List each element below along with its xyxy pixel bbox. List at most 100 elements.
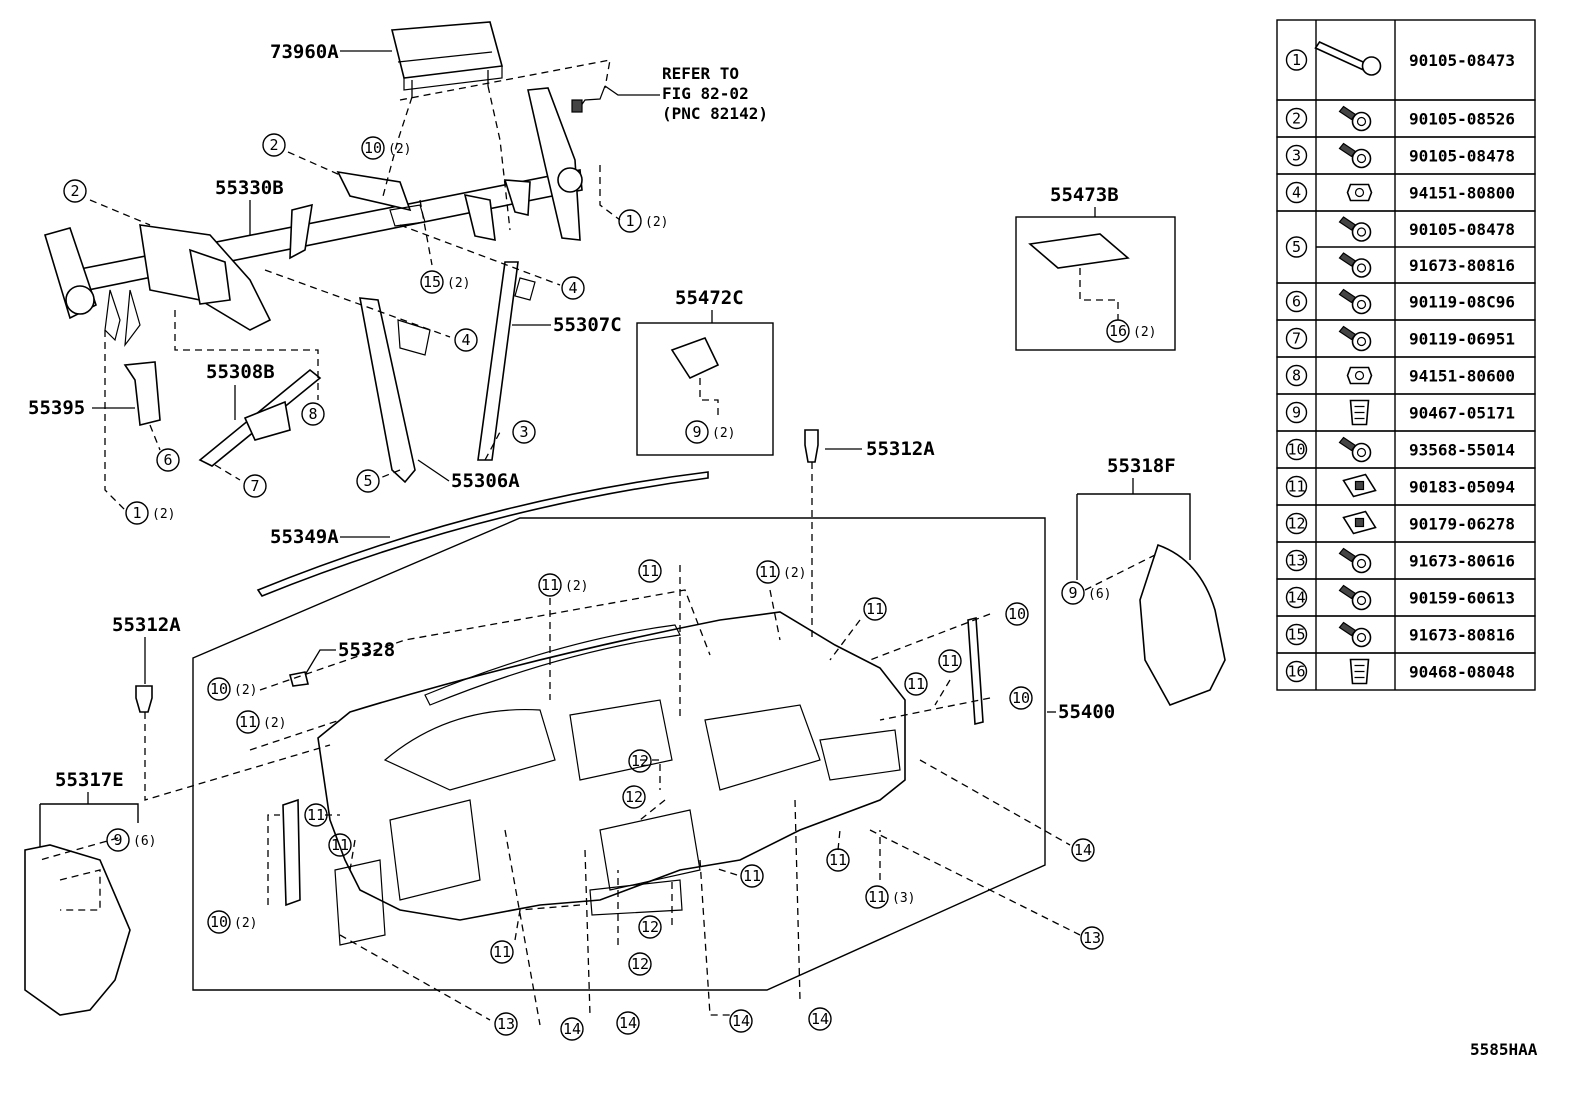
svg-text:16: 16	[1109, 322, 1127, 340]
fastener-part-number: 90105-08473	[1409, 51, 1515, 70]
callout-14-right: 14	[1071, 838, 1095, 862]
svg-text:2: 2	[70, 182, 79, 200]
reference-note-line2: FIG 82-02	[662, 84, 749, 103]
svg-text:11: 11	[829, 851, 847, 869]
cover-55472C	[670, 337, 720, 380]
side-bracket-right	[967, 616, 984, 726]
callout-2-upper: 2	[262, 133, 286, 157]
side-bracket-left	[282, 798, 301, 907]
callout-3: 3	[512, 420, 536, 444]
box-55473B	[1015, 216, 1176, 351]
screw-icon	[1338, 252, 1372, 278]
fastener-part-number: 90183-05094	[1409, 478, 1515, 497]
svg-text:14: 14	[563, 1020, 581, 1038]
svg-text:11: 11	[239, 713, 257, 731]
callout-11-h: 11	[304, 803, 328, 827]
callout-15: 15 (2)	[420, 270, 470, 294]
screw-icon	[1338, 547, 1372, 574]
callout-12-a: 12	[628, 749, 652, 773]
callout-11-i: 11	[328, 833, 352, 857]
part-labels: 73960A 55330B 55473B 55472C 55307C 55308…	[28, 41, 1538, 1059]
assembly-lines	[39, 59, 1156, 1026]
fastener-row: 11 90183-05094	[1276, 467, 1536, 506]
callout-14-b: 14	[616, 1011, 640, 1035]
callout-12-b: 12	[622, 785, 646, 809]
svg-text:11: 11	[307, 806, 325, 824]
fastener-part-number: 94151-80600	[1409, 367, 1515, 386]
svg-text:(2): (2)	[645, 215, 668, 230]
svg-text:8: 8	[308, 405, 317, 423]
steering-support-beam	[43, 87, 583, 348]
fastener-part-number: 91673-80816	[1409, 256, 1515, 275]
reference-leader	[604, 85, 660, 96]
callouts: 10 (2) 2 2 1 (2) 15 (2) 4 4 8 3 9	[63, 133, 1156, 1041]
callout-10-right-a: 10	[1005, 602, 1029, 626]
svg-text:10: 10	[364, 139, 382, 157]
svg-text:(2): (2)	[1133, 325, 1156, 340]
svg-text:(2): (2)	[565, 579, 588, 594]
svg-text:(2): (2)	[447, 276, 470, 291]
svg-text:11: 11	[743, 867, 761, 885]
label-55312A-top: 55312A	[866, 438, 935, 460]
svg-text:10: 10	[1012, 689, 1030, 707]
box-55400	[192, 517, 1046, 991]
callout-4-upper: 4	[561, 276, 585, 300]
svg-text:11: 11	[868, 888, 886, 906]
callout-6: 6	[156, 448, 180, 472]
bolt-icon	[1338, 216, 1372, 242]
bracket-55317E	[40, 803, 139, 823]
fastener-part-number: 93568-55014	[1409, 441, 1515, 460]
brace-55395	[123, 361, 161, 426]
callout-10-right-b: 10	[1009, 686, 1033, 710]
svg-text:11: 11	[907, 675, 925, 693]
fastener-number: 10	[1287, 441, 1305, 459]
svg-text:4: 4	[461, 331, 470, 349]
fastener-part-number: 90467-05171	[1409, 404, 1515, 423]
bolt-icon	[1338, 325, 1372, 352]
label-55308B: 55308B	[206, 361, 275, 383]
callout-11-d: 11	[863, 597, 887, 621]
svg-text:(2): (2)	[234, 916, 257, 931]
svg-text:6: 6	[163, 451, 172, 469]
fastener-number: 14	[1287, 589, 1305, 607]
callout-11-l: 11 (3)	[865, 885, 915, 909]
fastener-number: 6	[1292, 293, 1301, 311]
fastener-part-number: 91673-80816	[1409, 626, 1515, 645]
callout-9-left: 9 (6)	[106, 828, 156, 852]
callout-11-b: 11	[638, 559, 662, 583]
fastener-number: 8	[1292, 367, 1301, 385]
label-55312A-left: 55312A	[112, 614, 181, 636]
label-55473B: 55473B	[1050, 184, 1119, 206]
callout-13-right: 13	[1080, 926, 1104, 950]
svg-text:12: 12	[625, 788, 643, 806]
fastener-number: 13	[1287, 552, 1305, 570]
label-55317E: 55317E	[55, 769, 124, 791]
fastener-number: 16	[1287, 663, 1305, 681]
svg-text:1: 1	[132, 504, 141, 522]
svg-text:(2): (2)	[263, 716, 286, 731]
svg-text:(2): (2)	[152, 507, 175, 522]
svg-text:15: 15	[423, 273, 441, 291]
svg-text:7: 7	[250, 477, 259, 495]
instrument-panel	[317, 611, 906, 946]
callout-12-c: 12	[638, 915, 662, 939]
callout-11-c: 11 (2)	[756, 560, 806, 584]
callout-1-right: 1 (2)	[618, 209, 668, 233]
label-leaders	[87, 50, 1134, 804]
reference-note-line1: REFER TO	[662, 64, 739, 83]
fastener-number: 11	[1287, 478, 1305, 496]
svg-text:12: 12	[641, 918, 659, 936]
fastener-number: 5	[1292, 238, 1301, 256]
callout-13-left: 13	[494, 1012, 518, 1036]
callout-9-right: 9 (6)	[1061, 581, 1111, 605]
reference-note: REFER TO FIG 82-02 (PNC 82142)	[604, 64, 768, 123]
fastener-part-number: 94151-80800	[1409, 184, 1515, 203]
clip-nut-icon	[1342, 510, 1377, 535]
